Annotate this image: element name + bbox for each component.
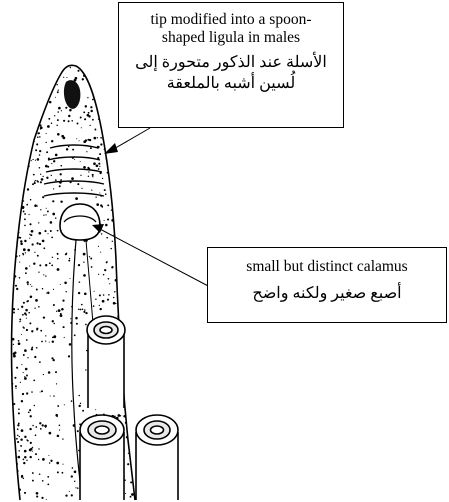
arrow-ligula: [104, 143, 118, 154]
calamus-label-box: small but distinct calamus أصبع صغير ولك…: [207, 247, 447, 323]
sucker-lower-left: [80, 415, 124, 500]
ligula-label-en: tip modified into a spoon-shaped ligula …: [136, 11, 326, 47]
sucker-upper: [87, 316, 125, 408]
calamus-label-ar: أصبع صغير ولكنه واضح: [214, 283, 440, 304]
calamus-label-en: small but distinct calamus: [214, 258, 440, 276]
ligula-label-ar: الأسلة عند الذكور متحورة إلى لُسين أشبه …: [131, 52, 331, 94]
leader-ligula: [112, 128, 150, 150]
ligula-label-box: tip modified into a spoon-shaped ligula …: [118, 2, 344, 128]
calamus-cup: [60, 204, 100, 240]
sucker-lower-right: [136, 415, 178, 500]
